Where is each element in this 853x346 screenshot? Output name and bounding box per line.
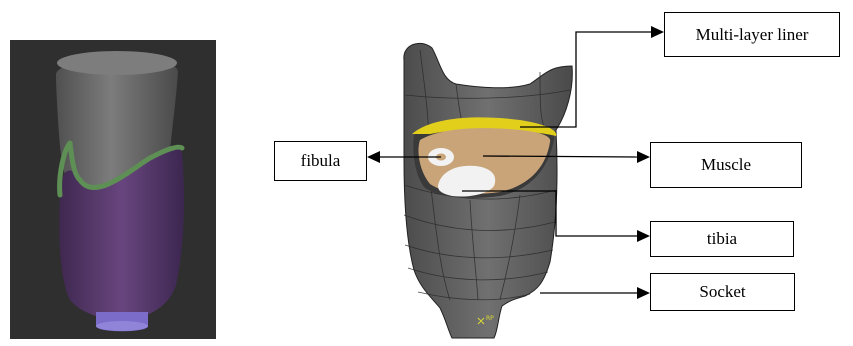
muscle-arrowhead — [637, 151, 650, 163]
label-muscle: Muscle — [650, 142, 802, 188]
svg-text:RP: RP — [486, 315, 494, 322]
fibula-arrowhead — [367, 151, 380, 163]
liner-arrowhead — [651, 26, 664, 38]
label-tibia: tibia — [650, 221, 794, 257]
socket-arrowhead — [637, 287, 650, 299]
tibia-arrowhead — [637, 230, 650, 242]
socket-base-bottom — [96, 321, 148, 331]
label-multi-layer-liner: Multi-layer liner — [664, 12, 840, 57]
label-fibula: fibula — [274, 141, 367, 181]
label-socket: Socket — [650, 273, 795, 311]
left-render-panel — [10, 40, 216, 339]
residual-limb-top — [57, 51, 177, 75]
